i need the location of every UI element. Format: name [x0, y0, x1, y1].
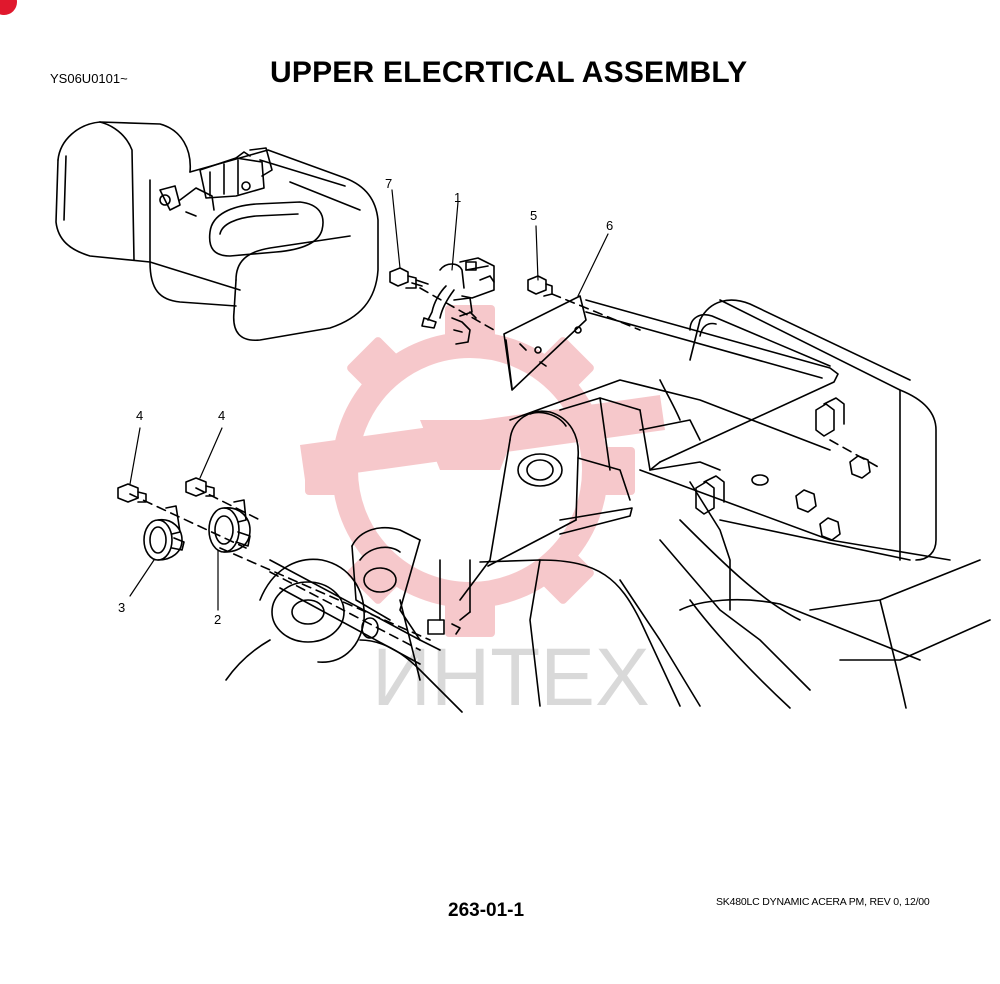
- callout-4-left: 4: [136, 408, 143, 423]
- horn-3: [143, 505, 185, 561]
- mounting-plate-6: [503, 295, 587, 391]
- callout-6: 6: [606, 218, 613, 233]
- bolt-7: [389, 267, 429, 289]
- callout-labels: 1 2 3 4 4 5 6 7: [118, 176, 613, 627]
- callout-leaders: [129, 189, 609, 611]
- boom-mount: [351, 410, 633, 651]
- switch-assembly-1: [421, 257, 495, 345]
- bolt-5: [527, 275, 553, 297]
- operator-seat: [55, 121, 379, 341]
- turntable: [225, 558, 701, 713]
- document-reference: SK480LC DYNAMIC ACERA PM, REV 0, 12/00: [716, 896, 930, 908]
- callout-5: 5: [530, 208, 537, 223]
- upper-frame: [509, 299, 991, 709]
- watermark-text: ИНТЕХ: [372, 632, 650, 723]
- serial-range: YS06U0101~: [50, 71, 128, 86]
- bolt-4-left: [117, 483, 147, 503]
- horn-2: [208, 499, 251, 553]
- bolt-4-right: [185, 477, 215, 497]
- callout-7: 7: [385, 176, 392, 191]
- assembly-leaders: [129, 287, 881, 651]
- watermark-gear: [300, 305, 665, 637]
- callout-4-right: 4: [218, 408, 225, 423]
- corner-brand-mark: [0, 0, 18, 16]
- callout-2: 2: [214, 612, 221, 627]
- page-title: UPPER ELECRTICAL ASSEMBLY: [270, 56, 748, 89]
- callout-1: 1: [454, 190, 461, 205]
- page-code: 263-01-1: [448, 900, 525, 921]
- callout-3: 3: [118, 600, 125, 615]
